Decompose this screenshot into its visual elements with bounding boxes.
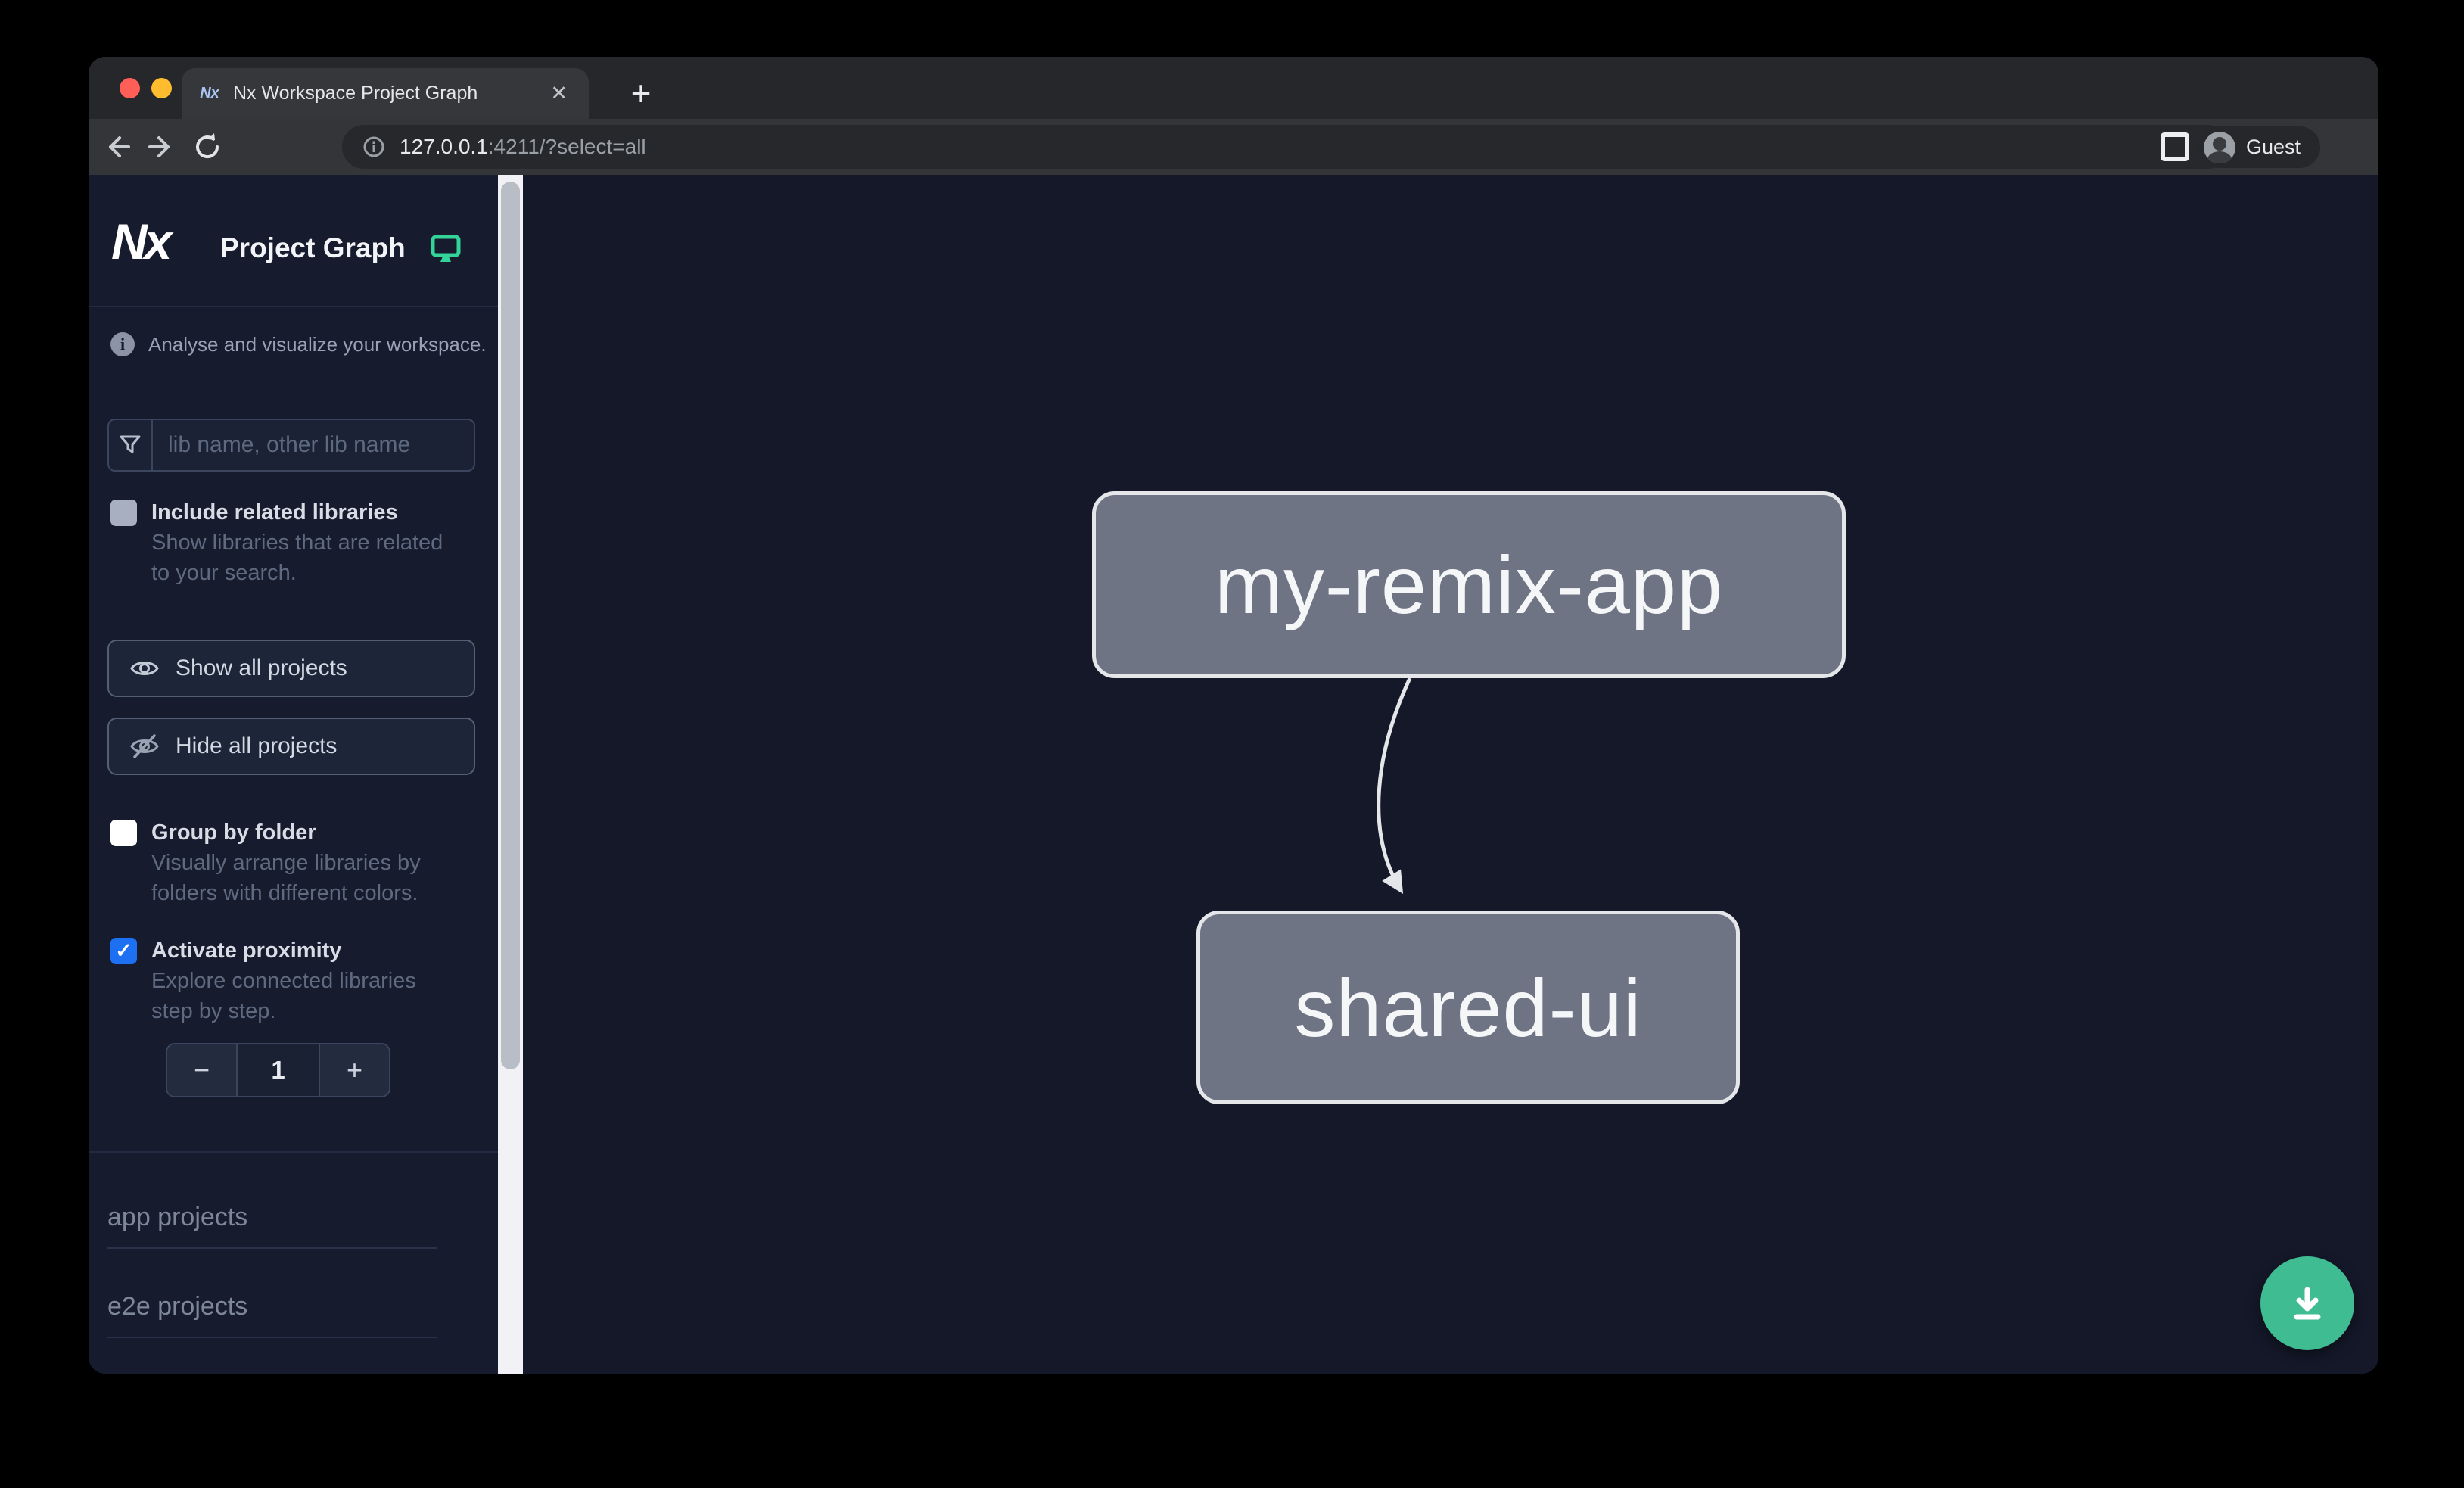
profile-button[interactable]: Guest [2198,126,2321,168]
graph-node-my-remix-app[interactable]: my-remix-app [1092,491,1846,678]
search-input[interactable] [153,420,474,470]
browser-window: Nx Nx Workspace Project Graph ✕ + 127.0.… [89,57,2378,1374]
tab-title: Nx Workspace Project Graph [233,82,478,104]
back-icon[interactable] [99,129,134,164]
new-tab-button[interactable]: + [630,73,652,113]
section-e2e-projects: e2e projects [107,1292,437,1338]
info-icon: i [110,332,135,356]
graph-node-shared-ui[interactable]: shared-ui [1196,911,1740,1104]
sidebar: Nx Project Graph i Analyse and visualize… [89,175,498,1374]
show-all-label: Show all projects [176,655,347,680]
filter-label: Include related libraries [151,500,398,525]
filter-group-by-folder: Group by folder Visually arrange librari… [110,817,475,908]
node-label: my-remix-app [1214,539,1724,630]
graph-canvas[interactable]: my-remix-app shared-ui [523,175,2378,1374]
browser-titlebar: Nx Nx Workspace Project Graph ✕ + [89,57,2378,119]
close-tab-icon[interactable]: ✕ [550,82,568,104]
address-bar[interactable]: 127.0.0.1:4211/?select=all [342,125,2230,169]
side-panel-icon[interactable] [2161,132,2189,161]
section-app-projects: app projects [107,1203,437,1249]
filter-label: Group by folder [151,820,316,845]
site-info-icon[interactable] [362,135,386,159]
decrement-button[interactable]: − [167,1044,236,1096]
proximity-stepper: − 1 + [166,1043,390,1097]
increment-button[interactable]: + [320,1044,389,1096]
group-by-folder-checkbox[interactable] [110,820,137,846]
monitor-icon [430,234,462,268]
activate-proximity-checkbox[interactable]: ✓ [110,938,137,964]
node-label: shared-ui [1294,961,1642,1054]
nx-logo: Nx [111,213,172,269]
sidebar-scrollbar[interactable] [498,175,523,1374]
filter-activate-proximity: ✓ Activate proximity Explore connected l… [110,935,475,1026]
avatar [2204,131,2235,163]
nx-favicon-icon: Nx [200,85,219,101]
sidebar-header: Nx Project Graph [89,175,498,307]
browser-tab[interactable]: Nx Nx Workspace Project Graph ✕ [182,68,589,119]
url-text: 127.0.0.1:4211/?select=all [400,135,646,158]
scrollbar-thumb[interactable] [501,182,520,1069]
tagline-row: i Analyse and visualize your workspace. [110,332,487,356]
filter-description: Show libraries that are related to your … [151,531,443,585]
dependency-edge [1377,677,1412,894]
tagline-text: Analyse and visualize your workspace. [148,332,487,356]
filter-include-related: Include related libraries Show libraries… [110,497,475,588]
show-all-projects-button[interactable]: Show all projects [107,640,475,697]
close-window-button[interactable] [120,78,140,98]
download-graph-button[interactable] [2260,1256,2354,1350]
profile-label: Guest [2246,135,2301,158]
eye-off-icon [130,734,159,758]
eye-icon [130,662,159,675]
download-icon [2294,1287,2321,1320]
hide-all-projects-button[interactable]: Hide all projects [107,718,475,775]
forward-icon[interactable] [145,129,179,164]
funnel-icon [109,420,153,470]
hide-all-label: Hide all projects [176,733,338,758]
filter-description: Explore connected libraries step by step… [151,969,416,1023]
proximity-value: 1 [236,1044,320,1096]
filter-label: Activate proximity [151,939,342,963]
page-title: Project Graph [220,232,406,263]
search-box [107,419,475,472]
include-related-checkbox[interactable] [110,500,137,526]
page-content: Nx Project Graph i Analyse and visualize… [89,175,2378,1374]
reload-icon[interactable] [190,129,225,164]
minimize-window-button[interactable] [151,78,172,98]
divider [89,1151,498,1153]
filter-description: Visually arrange libraries by folders wi… [151,851,421,905]
